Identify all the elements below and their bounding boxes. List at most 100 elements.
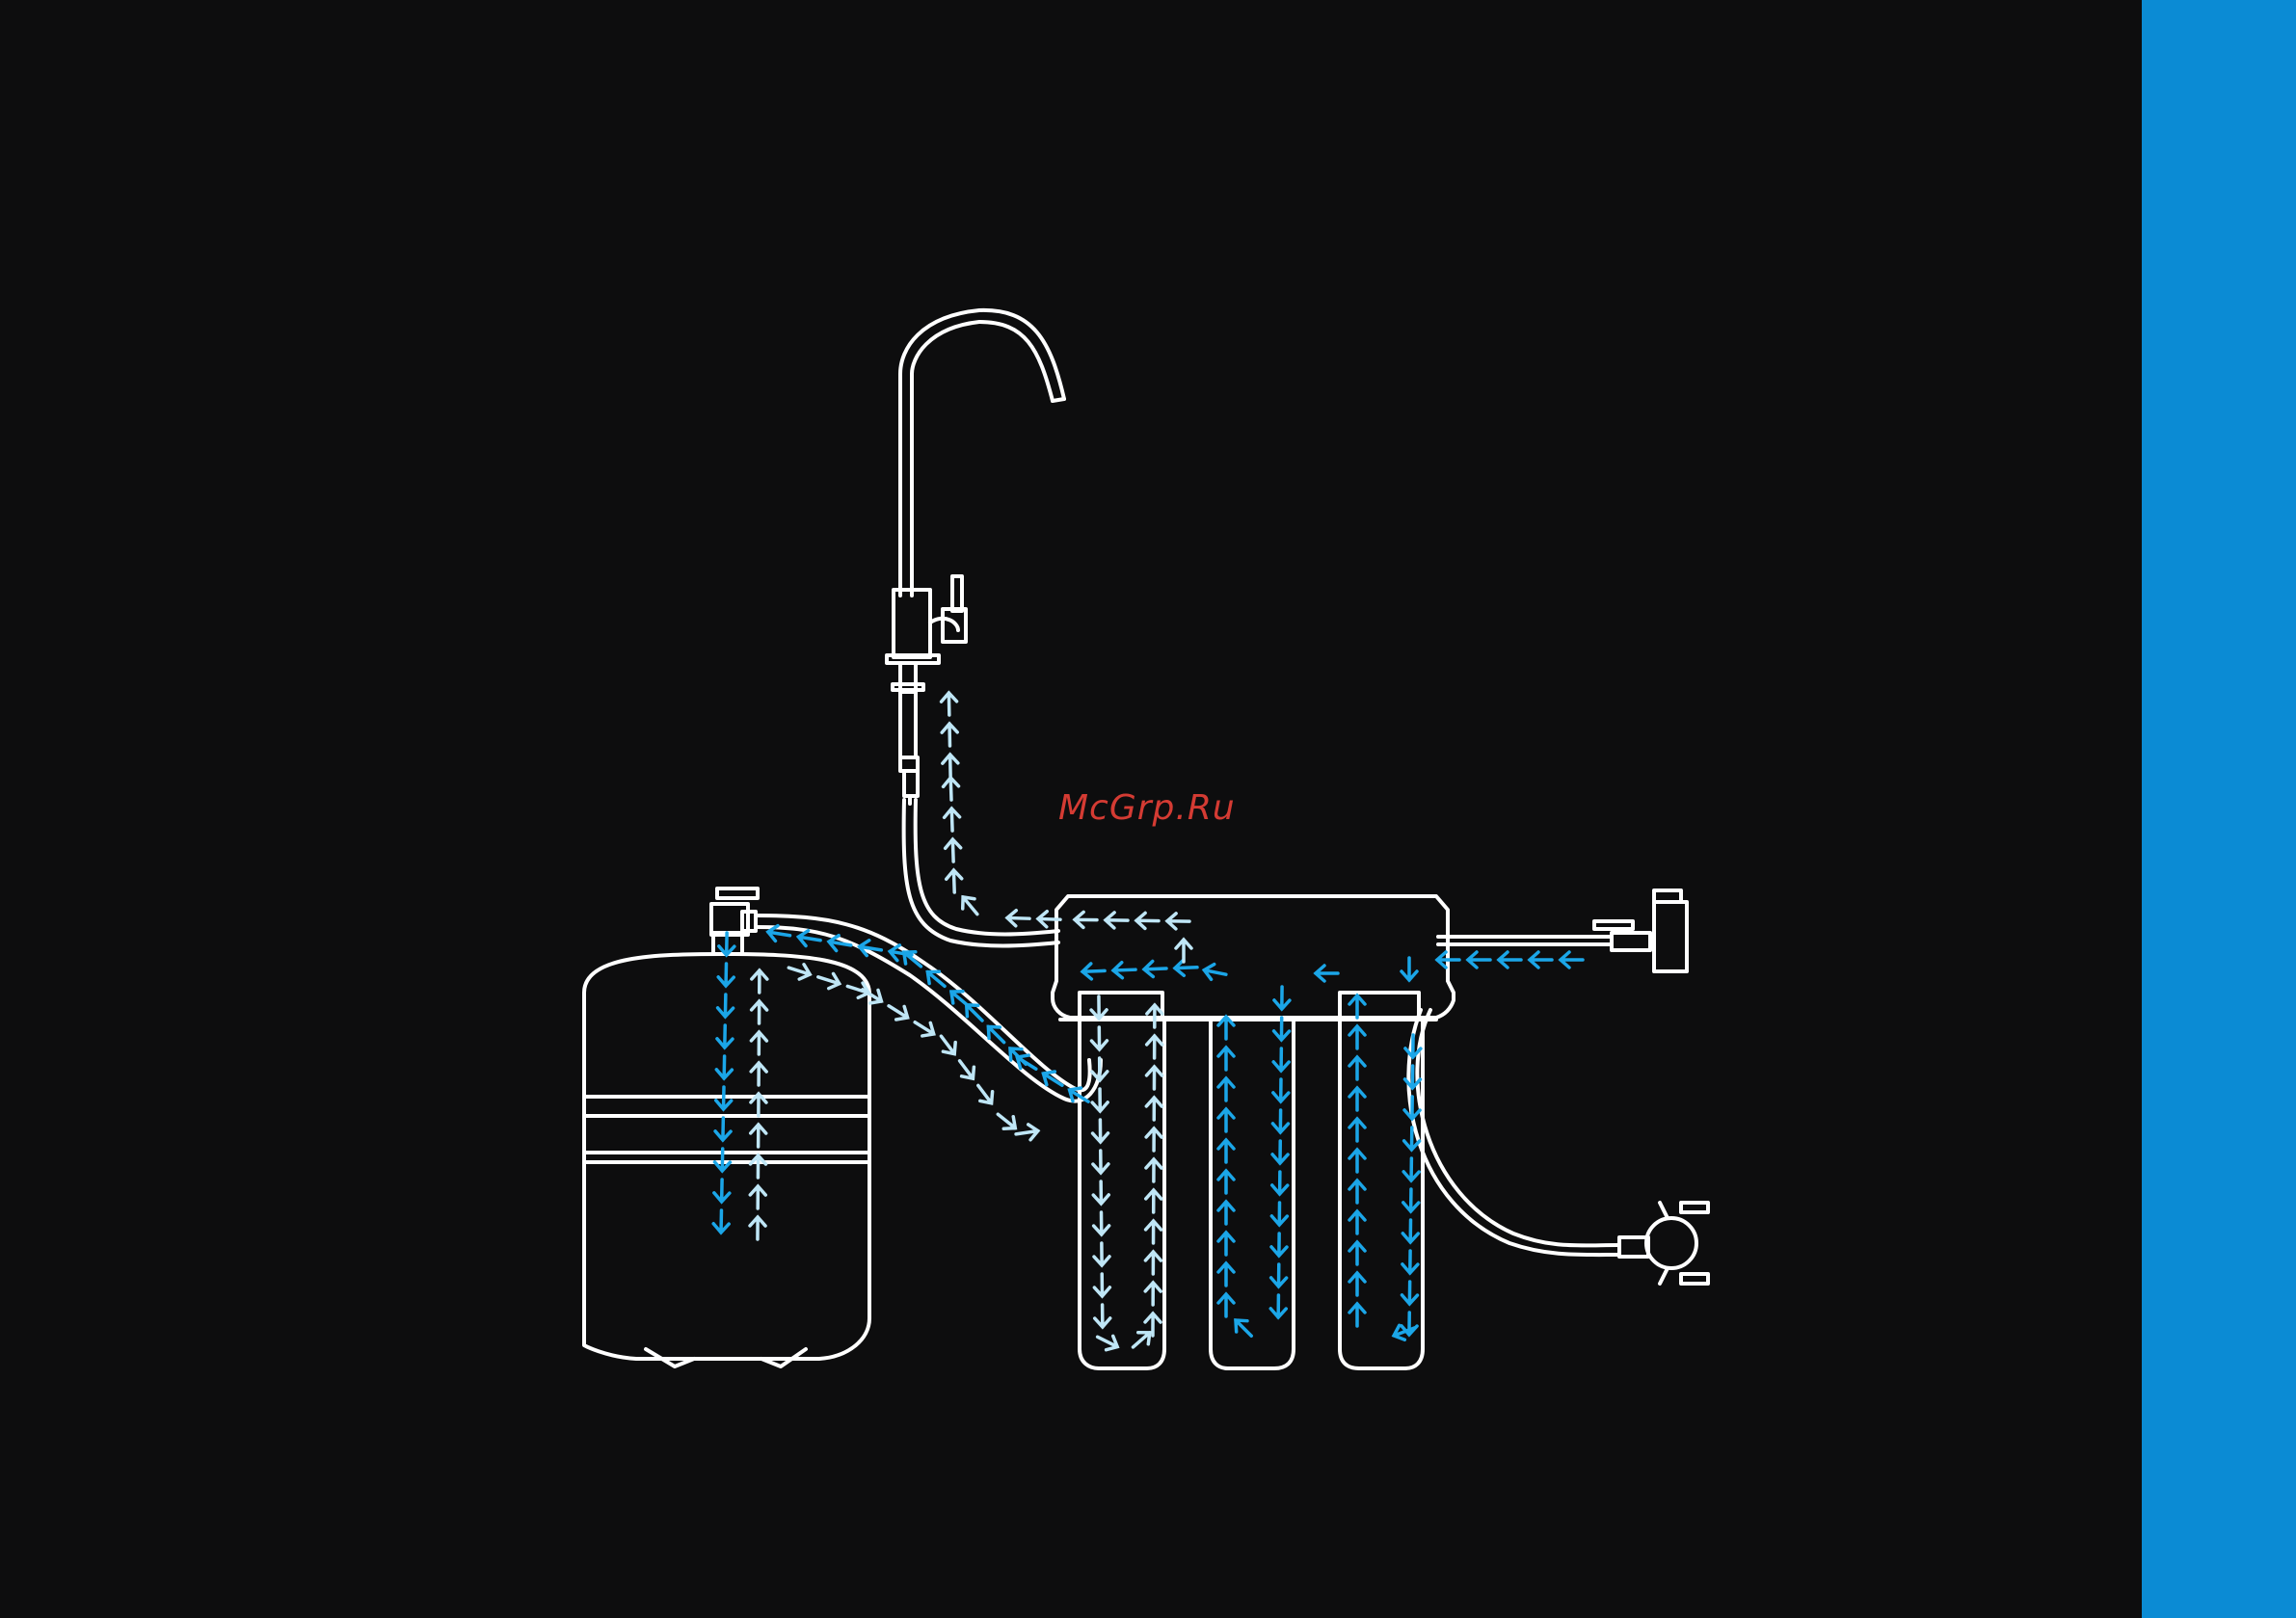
flow-arrow <box>1092 1089 1108 1111</box>
flow-arrow <box>1146 1221 1161 1243</box>
flow-arrow <box>1106 913 1128 928</box>
flow-arrow <box>716 1056 732 1078</box>
flow-arrow <box>1218 1202 1234 1224</box>
flow-arrow <box>1092 1058 1108 1080</box>
flow-arrow <box>750 1217 765 1239</box>
flow-arrow <box>1091 1027 1107 1049</box>
pressure-tank-icon <box>584 889 869 1366</box>
drain-saddle-icon <box>1408 1010 1708 1284</box>
flow-arrow <box>941 1036 955 1053</box>
flow-arrow <box>1147 1067 1162 1089</box>
flow-arrow <box>978 1085 993 1102</box>
flow-arrow <box>1136 913 1159 928</box>
flow-arrow <box>963 897 977 915</box>
flow-arrow <box>1016 1125 1038 1140</box>
flow-arrow <box>1349 1273 1365 1295</box>
flow-arrow <box>1271 1264 1287 1286</box>
flow-arrow <box>1146 1098 1161 1120</box>
flow-arrow <box>1091 996 1107 1019</box>
flow-arrow <box>1468 952 1490 968</box>
flow-arrow <box>1175 960 1197 975</box>
three-stage-filter-icon <box>1053 896 1454 1368</box>
watermark-text: McGrp.Ru <box>1058 788 1236 828</box>
flow-arrow <box>751 1032 766 1054</box>
flow-arrow <box>751 1063 766 1085</box>
flow-arrow <box>714 1180 730 1202</box>
flow-arrow <box>750 1186 765 1208</box>
flow-arrow <box>915 1022 934 1036</box>
flow-arrow <box>1218 1140 1234 1162</box>
flow-arrow <box>889 1006 908 1020</box>
flow-arrow <box>1402 1282 1417 1304</box>
flow-arrow <box>1349 1211 1365 1233</box>
flow-arrow <box>718 995 734 1017</box>
flow-arrow <box>947 870 962 892</box>
flow-arrow <box>942 724 957 746</box>
flow-arrow <box>1272 1172 1288 1194</box>
flow-arrow <box>1098 1336 1118 1349</box>
flow-arrow <box>1349 1180 1365 1203</box>
flow-arrow <box>1270 1295 1286 1317</box>
flow-arrow <box>715 1118 731 1140</box>
flow-arrow <box>1075 912 1097 927</box>
flow-arrow <box>718 964 734 986</box>
flow-arrow <box>863 990 882 1003</box>
flow-arrow <box>1218 1294 1234 1316</box>
flow-arrow <box>1274 987 1290 1009</box>
flow-arrow <box>960 1061 974 1078</box>
flow-arrow <box>1133 1333 1149 1347</box>
flow-arrow <box>1403 1189 1419 1211</box>
equipment-outlines <box>584 310 1708 1368</box>
flow-arrow <box>1349 1057 1365 1079</box>
flow-arrow <box>1144 962 1166 977</box>
flow-arrow <box>1093 1120 1108 1142</box>
flow-arrow <box>1349 1150 1365 1172</box>
flow-arrow <box>1273 1048 1289 1071</box>
flow-arrow <box>1218 1109 1234 1131</box>
flow-arrow <box>1204 965 1226 980</box>
flow-arrow <box>1094 1243 1109 1265</box>
flow-arrow <box>1218 1263 1234 1286</box>
flow-arrow <box>944 778 959 800</box>
flow-arrow <box>1402 958 1417 980</box>
flow-arrow <box>945 809 960 831</box>
flow-arrow <box>717 1025 733 1048</box>
flow-arrow <box>946 839 961 862</box>
flow-arrow <box>1273 1079 1289 1101</box>
flow-arrow <box>1530 952 1552 968</box>
flow-arrow <box>1403 1158 1419 1180</box>
flow-arrow <box>1236 1320 1251 1336</box>
flow-arrow <box>1007 911 1029 926</box>
flow-arrow <box>1113 963 1135 978</box>
flow-arrow <box>1145 1252 1161 1274</box>
flow-arrow <box>1272 1141 1288 1163</box>
flow-arrow <box>1094 1212 1109 1234</box>
flow-arrow <box>1218 1233 1234 1255</box>
flow-arrow <box>1146 1159 1161 1181</box>
flow-arrow <box>1349 1088 1365 1110</box>
flow-arrow <box>1402 1220 1418 1242</box>
flow-arrow <box>1402 1251 1418 1273</box>
flow-arrow <box>1271 1233 1287 1256</box>
flow-arrow <box>752 1001 767 1023</box>
flow-arrow <box>788 965 810 979</box>
flow-arrow <box>1349 995 1365 1018</box>
flow-arrow <box>1146 1190 1161 1212</box>
flow-arrow <box>1082 964 1105 979</box>
flow-arrow <box>943 755 958 777</box>
flow-arrow <box>1271 1203 1287 1225</box>
flow-arrow <box>713 1210 729 1233</box>
flow-arrow <box>1167 914 1189 929</box>
flow-arrow <box>1218 1078 1234 1101</box>
flow-arrow <box>1349 1119 1365 1141</box>
flow-arrow <box>998 1114 1015 1128</box>
flow-arrow <box>1176 940 1191 962</box>
side-accent-bar <box>2142 0 2296 1618</box>
faucet-icon <box>887 310 1064 804</box>
flow-arrow <box>1145 1283 1161 1305</box>
flow-arrow <box>1147 1036 1162 1058</box>
flow-arrow <box>1349 1026 1365 1048</box>
flow-arrow <box>1094 1274 1109 1296</box>
flow-arrow <box>1218 1048 1234 1070</box>
